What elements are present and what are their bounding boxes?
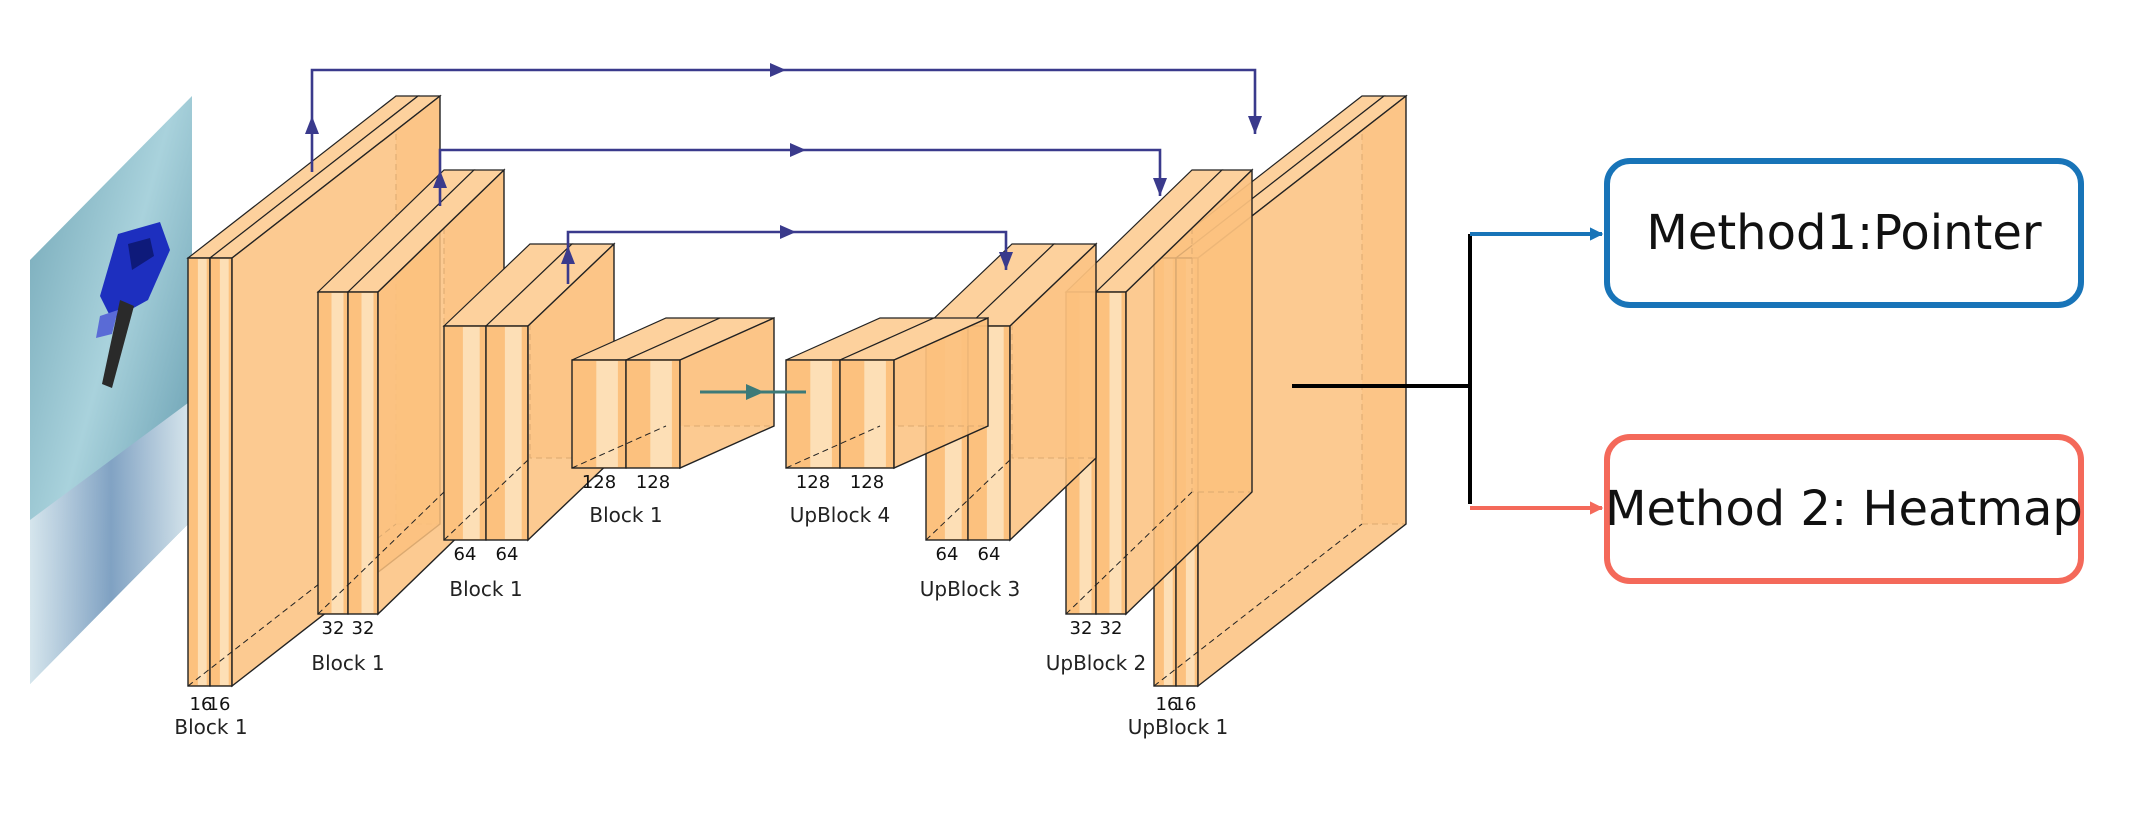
dec1-dim-1: 16 xyxy=(1156,694,1179,715)
skip-arrow-inner xyxy=(566,230,1008,284)
dec4-label: UpBlock 4 xyxy=(790,503,891,527)
enc4-dim-1: 128 xyxy=(582,472,616,493)
dec4-dim-1: 128 xyxy=(796,472,830,493)
method2-heatmap-box: Method 2: Heatmap xyxy=(1604,434,2084,584)
dec3-label: UpBlock 3 xyxy=(920,577,1021,601)
dec2-dim-1: 32 xyxy=(1070,618,1093,639)
enc2-label: Block 1 xyxy=(311,651,384,675)
enc2-slab-1 xyxy=(316,169,476,615)
dec3-dim-1: 64 xyxy=(936,544,959,565)
dec4-dim-2: 128 xyxy=(850,472,884,493)
enc2-dim-1: 32 xyxy=(322,618,345,639)
dec4-slab-2 xyxy=(839,317,989,469)
enc1-label: Block 1 xyxy=(174,715,247,739)
dec1-label: UpBlock 1 xyxy=(1128,715,1229,739)
dec4-side-face xyxy=(893,316,989,470)
skip-arrow-middle xyxy=(438,148,1162,206)
dec2-slab-2 xyxy=(1094,169,1254,615)
enc4-label: Block 1 xyxy=(589,503,662,527)
dec2-side-face xyxy=(1125,168,1253,616)
enc3-dim-1: 64 xyxy=(454,544,477,565)
enc1-slab-1 xyxy=(186,95,420,687)
input-image xyxy=(30,96,192,684)
enc2-dim-2: 32 xyxy=(352,618,375,639)
dec2-dim-2: 32 xyxy=(1100,618,1123,639)
enc3-dim-2: 64 xyxy=(496,544,519,565)
enc3-label: Block 1 xyxy=(449,577,522,601)
dec4-slab-1 xyxy=(785,317,935,469)
skip-arrowheads xyxy=(305,63,1262,270)
method1-pointer-box: Method1:Pointer xyxy=(1604,158,2084,308)
enc3-slab-2 xyxy=(484,243,616,541)
enc1-slab-2 xyxy=(208,95,442,687)
output-branch xyxy=(1292,227,1604,515)
dec1-dim-2: 16 xyxy=(1174,694,1197,715)
enc1-dim-1: 16 xyxy=(190,694,213,715)
skip-arrow-outer xyxy=(310,68,1257,172)
enc1-dim-2: 16 xyxy=(208,694,231,715)
enc4-slab-1 xyxy=(571,317,721,469)
enc4-dim-2: 128 xyxy=(636,472,670,493)
dec3-side-face xyxy=(1009,242,1097,542)
enc4-slab-2 xyxy=(625,317,775,469)
vehicle-figure xyxy=(96,222,170,388)
enc3-slab-1 xyxy=(442,243,574,541)
dec2-label: UpBlock 2 xyxy=(1046,651,1147,675)
enc2-slab-2 xyxy=(346,169,506,615)
dec3-dim-2: 64 xyxy=(978,544,1001,565)
bottleneck-arrow xyxy=(700,384,806,400)
